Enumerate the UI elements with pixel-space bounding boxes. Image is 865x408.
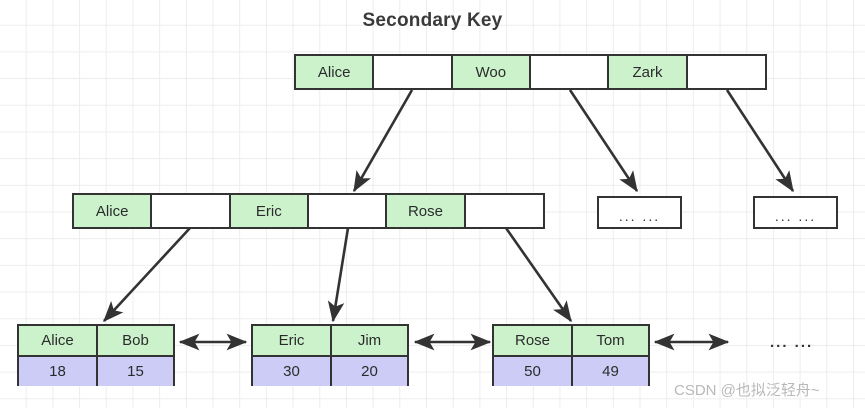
root-cell-pointer-1[interactable]: [374, 56, 453, 88]
root-cell-key-4[interactable]: Zark: [609, 56, 688, 88]
leaf-tail-ellipsis: ... ...: [770, 334, 814, 351]
internal-cell-key-2[interactable]: Eric: [230, 195, 309, 227]
edge-internal-to-leaf-2: [327, 227, 350, 323]
leaf-node-2-key-row: Eric Jim: [253, 326, 407, 357]
leaf-node-3-key-0[interactable]: Rose: [494, 326, 573, 355]
internal-index-node[interactable]: Alice Eric Rose: [72, 193, 545, 229]
edge-root-to-internal-1: [352, 89, 414, 193]
internal-cell-key-0[interactable]: Alice: [74, 195, 153, 227]
edge-root-to-placeholder-2: [725, 89, 795, 193]
leaf-node-2[interactable]: Eric Jim 30 20: [251, 324, 409, 386]
leaf-node-3[interactable]: Rose Tom 50 49: [492, 324, 650, 386]
root-cell-pointer-5[interactable]: [687, 56, 765, 88]
leaf-node-1-key-1[interactable]: Bob: [98, 326, 173, 355]
internal-cell-pointer-3[interactable]: [308, 195, 388, 227]
leaf-node-1-value-1[interactable]: 15: [98, 357, 173, 386]
leaf-node-2-key-0[interactable]: Eric: [253, 326, 332, 355]
internal-cell-pointer-5[interactable]: [465, 195, 543, 227]
edge-root-to-placeholder-1: [568, 89, 639, 193]
leaf-node-3-key-1[interactable]: Tom: [573, 326, 648, 355]
root-index-node[interactable]: Alice Woo Zark: [294, 54, 767, 90]
leaf-node-1-key-0[interactable]: Alice: [19, 326, 98, 355]
root-cell-pointer-3[interactable]: [530, 56, 610, 88]
root-cell-key-2[interactable]: Woo: [452, 56, 531, 88]
leaf-node-2-value-row: 30 20: [253, 357, 407, 386]
internal-cell-key-4[interactable]: Rose: [387, 195, 466, 227]
edge-internal-to-leaf-3: [504, 227, 573, 323]
root-cell-key-0[interactable]: Alice: [296, 56, 375, 88]
leaf-node-1[interactable]: Alice Bob 18 15: [17, 324, 175, 386]
csdn-watermark: CSDN @也拟泛轻舟~: [674, 382, 820, 399]
leaf-node-3-key-row: Rose Tom: [494, 326, 648, 357]
leaf-node-3-value-0[interactable]: 50: [494, 357, 573, 386]
leaf-node-3-value-1[interactable]: 49: [573, 357, 648, 386]
leaf-node-2-value-0[interactable]: 30: [253, 357, 332, 386]
leaf-node-2-key-1[interactable]: Jim: [332, 326, 407, 355]
edge-internal-to-leaf-1: [103, 227, 191, 322]
leaf-node-3-value-row: 50 49: [494, 357, 648, 386]
leaf-node-1-key-row: Alice Bob: [19, 326, 173, 357]
leaf-node-2-value-1[interactable]: 20: [332, 357, 407, 386]
leaf-node-1-value-row: 18 15: [19, 357, 173, 386]
page-title: Secondary Key: [362, 10, 503, 31]
internal-placeholder-node-2[interactable]: ... ...: [753, 196, 838, 229]
internal-cell-pointer-1[interactable]: [152, 195, 231, 227]
leaf-node-1-value-0[interactable]: 18: [19, 357, 98, 386]
internal-placeholder-node-1[interactable]: ... ...: [597, 196, 682, 229]
